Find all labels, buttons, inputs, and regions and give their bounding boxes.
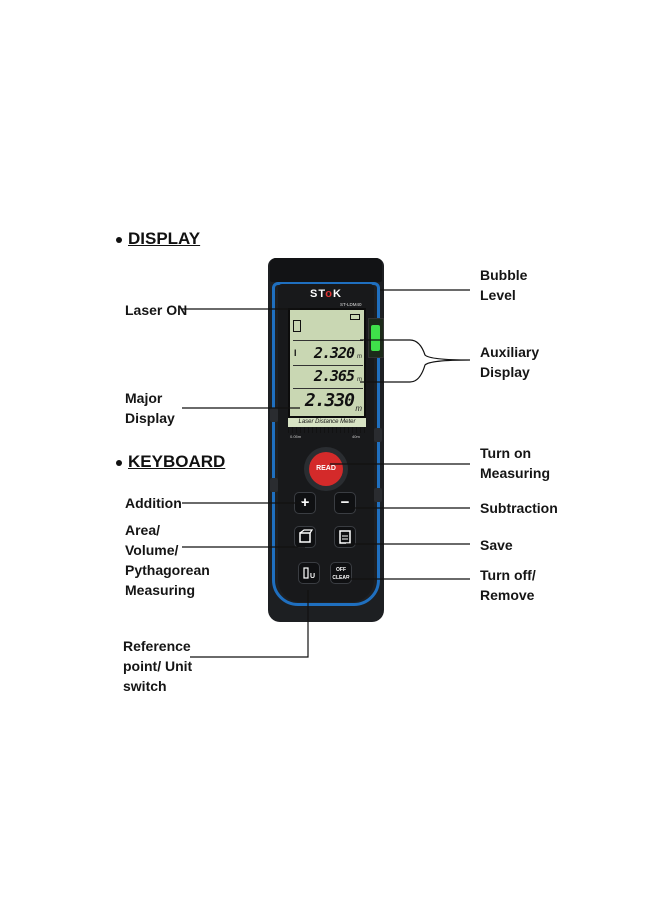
- leader-reference-point: [190, 590, 309, 658]
- bullet-icon: [116, 459, 122, 466]
- blue-frame: [272, 282, 380, 606]
- read-button[interactable]: READ: [309, 452, 343, 486]
- keyboard-heading: KEYBOARD: [116, 452, 225, 472]
- label-turn-on: Turn on Measuring: [480, 445, 551, 481]
- display-divider: [293, 365, 363, 366]
- unit-label: m: [355, 404, 362, 413]
- bubble-level: [368, 318, 384, 358]
- range-max: 40m: [352, 434, 360, 439]
- aux-reading-2: 2.365: [313, 367, 355, 385]
- area-volume-icon: [299, 529, 314, 543]
- model-number: ST-LDM40: [340, 302, 362, 307]
- label-subtraction: Subtraction: [480, 500, 558, 516]
- label-addition: Addition: [125, 495, 182, 511]
- laser-distance-meter: SToK ST-LDM40 I 2.320 m 2.365 m 2.330 m …: [268, 258, 384, 622]
- battery-icon: [350, 314, 360, 320]
- label-bubble-level: Bubble Level: [480, 267, 528, 303]
- range-ruler: [288, 427, 366, 433]
- reference-unit-icon: U: [303, 567, 315, 580]
- brand-logo: SToK: [310, 288, 342, 300]
- label-auxiliary-display: Auxiliary Display: [480, 344, 540, 380]
- save-key[interactable]: [334, 526, 356, 548]
- label-laser-on: Laser ON: [125, 302, 188, 318]
- leader-auxiliary-display: [360, 339, 471, 383]
- area-volume-key[interactable]: [294, 526, 316, 548]
- side-grip: [270, 408, 278, 422]
- display-divider: [293, 388, 363, 389]
- side-grip: [270, 478, 278, 492]
- unit-label: m: [357, 377, 362, 383]
- label-reference-point: Reference point/ Unit switch: [123, 638, 193, 694]
- bubble-vial: [371, 325, 380, 351]
- label-area-volume: Area/ Volume/ Pythagorean Measuring: [125, 522, 210, 598]
- reference-unit-key[interactable]: U: [298, 562, 320, 584]
- bullet-icon: [116, 236, 122, 243]
- laser-head: [270, 258, 382, 282]
- label-major-display: Major Display: [125, 390, 175, 426]
- unit-label: m: [357, 354, 362, 360]
- device-caption: Laser Distance Meter: [288, 418, 366, 427]
- display-heading: DISPLAY: [116, 229, 200, 249]
- side-grip: [374, 488, 382, 502]
- save-icon: [339, 530, 351, 544]
- range-min: 0.05m: [290, 434, 302, 439]
- aux-reading-1: 2.320: [313, 344, 355, 362]
- reference-icon: I: [294, 348, 297, 358]
- lcd-screen: I 2.320 m 2.365 m 2.330 m: [288, 308, 366, 418]
- major-reading: 2.330: [304, 390, 355, 411]
- side-grip: [374, 428, 382, 442]
- label-save: Save: [480, 537, 513, 553]
- laser-on-icon: [293, 320, 301, 332]
- svg-text:U: U: [310, 573, 315, 580]
- label-turn-off: Turn off/ Remove: [480, 567, 536, 603]
- display-divider: [293, 340, 363, 341]
